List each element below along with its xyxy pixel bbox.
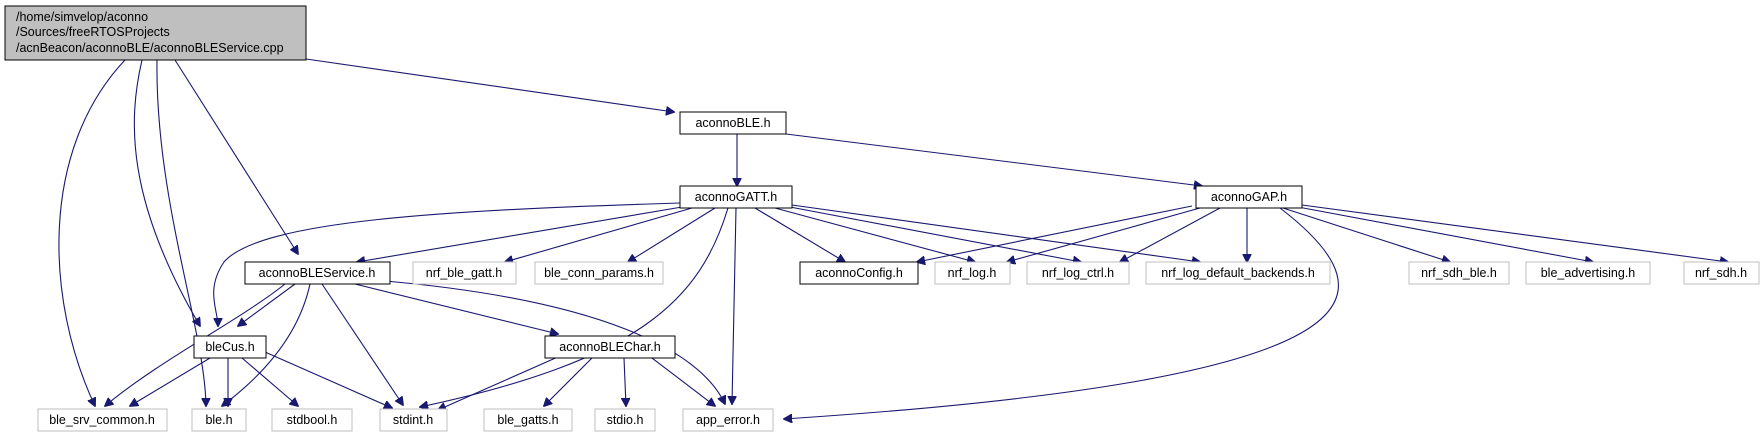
node-nrf_sdh_ble: nrf_sdh_ble.h — [1408, 261, 1510, 285]
node-label: ble_srv_common.h — [49, 413, 155, 427]
edge-aconnoBLEChar-to-app_error — [651, 357, 715, 406]
node-label: nrf_log_default_backends.h — [1161, 266, 1315, 280]
nodes: /home/simvelop/aconno /Sources/freeRTOSP… — [4, 5, 1760, 432]
node-nrf_ble_gatt: nrf_ble_gatt.h — [412, 261, 517, 285]
edge-aconnoGAP-to-ble_advertising — [1297, 206, 1593, 262]
node-stdint: stdint.h — [379, 408, 448, 432]
node-ble_srv_common: ble_srv_common.h — [37, 408, 168, 432]
edge-root-to-bleCus — [133, 59, 200, 326]
edge-aconnoBLEChar-to-ble_gatts — [544, 357, 593, 406]
edge-aconnoGATT-to-bleCus — [213, 202, 681, 326]
edge-aconnoGATT-to-app_error — [732, 207, 736, 404]
edge-aconnoGAP-to-app_error — [784, 207, 1339, 419]
edge-aconnoGAP-to-nrf_sdh — [1301, 204, 1728, 262]
edge-root-to-ble_srv_common — [58, 59, 126, 406]
node-label: aconnoBLEChar.h — [559, 340, 661, 354]
edge-aconnoBLEChar-to-stdio — [624, 357, 626, 406]
node-nrf_log_ctrl: nrf_log_ctrl.h — [1026, 261, 1130, 285]
node-label: aconnoBLEService.h — [259, 266, 376, 280]
node-aconnoBLEService[interactable]: aconnoBLEService.h — [244, 261, 391, 285]
node-bleCus[interactable]: bleCus.h — [193, 335, 267, 359]
edge-aconnoGATT-to-nrf_ble_gatt — [505, 207, 693, 262]
edges — [58, 58, 1728, 419]
edge-aconnoGATT-to-stdint — [420, 207, 729, 407]
edge-aconnoGATT-to-ble_conn_params — [628, 207, 716, 262]
node-label: stdio.h — [607, 413, 644, 427]
edge-aconnoGATT-to-nrf_log_default_backends — [791, 204, 1200, 262]
edge-aconnoBLEService-to-bleCus — [238, 283, 296, 326]
root-file-path-line-3: /acnBeacon/aconnoBLE/aconnoBLEService.cp… — [16, 41, 284, 55]
edge-aconnoBLEChar-to-stdint — [438, 355, 561, 410]
edge-aconnoBLEService-to-app_error — [384, 280, 725, 404]
node-nrf_log_default_backends: nrf_log_default_backends.h — [1145, 261, 1331, 285]
edge-aconnoGAP-to-nrf_log — [1007, 207, 1201, 262]
node-aconnoConfig[interactable]: aconnoConfig.h — [799, 261, 919, 285]
edge-aconnoGATT-to-nrf_log_ctrl — [789, 206, 1081, 262]
edge-aconnoBLEService-to-aconnoBLEChar — [354, 283, 558, 334]
node-aconnoBLE[interactable]: aconnoBLE.h — [679, 111, 787, 135]
edge-aconnoGATT-to-aconnoBLEService — [357, 206, 683, 262]
node-label: ble.h — [205, 413, 232, 427]
node-stdio: stdio.h — [594, 408, 656, 432]
node-label: nrf_log_ctrl.h — [1042, 266, 1114, 280]
node-label: aconnoBLE.h — [695, 116, 770, 130]
node-label: bleCus.h — [205, 340, 254, 354]
edge-bleCus-to-stdbool — [241, 357, 298, 406]
node-stdbool: stdbool.h — [271, 408, 353, 432]
node-label: ble_conn_params.h — [544, 266, 654, 280]
edge-root-to-aconnoBLE — [305, 58, 674, 112]
node-label: nrf_ble_gatt.h — [426, 266, 502, 280]
node-label: nrf_log.h — [948, 266, 997, 280]
node-label: stdint.h — [393, 413, 433, 427]
root-file-node[interactable]: /home/simvelop/aconno /Sources/freeRTOSP… — [4, 5, 307, 61]
node-ble_advertising: ble_advertising.h — [1525, 261, 1651, 285]
node-aconnoGAP[interactable]: aconnoGAP.h — [1195, 185, 1303, 209]
edge-aconnoBLEService-to-stdint — [321, 283, 403, 405]
node-ble: ble.h — [191, 408, 247, 432]
edge-aconnoGATT-to-nrf_log — [774, 207, 975, 262]
edge-root-to-aconnoBLEService — [174, 59, 298, 254]
node-label: app_error.h — [696, 413, 760, 427]
node-label: stdbool.h — [287, 413, 338, 427]
node-aconnoBLEChar[interactable]: aconnoBLEChar.h — [544, 335, 676, 359]
node-label: aconnoGAP.h — [1211, 190, 1287, 204]
node-label: ble_gatts.h — [497, 413, 558, 427]
node-label: aconnoGATT.h — [695, 190, 778, 204]
edge-aconnoGAP-to-nrf_log_ctrl — [1120, 207, 1221, 262]
root-file-path-line-2: /Sources/freeRTOSProjects — [16, 25, 170, 39]
node-aconnoGATT[interactable]: aconnoGATT.h — [679, 185, 793, 209]
node-label: aconnoConfig.h — [815, 266, 903, 280]
root-file-path-line-1: /home/simvelop/aconno — [16, 10, 148, 24]
edge-root-to-ble — [156, 59, 206, 406]
node-app_error: app_error.h — [682, 408, 774, 432]
edge-aconnoGATT-to-aconnoConfig — [754, 207, 845, 262]
edge-bleCus-to-ble_srv_common — [130, 357, 211, 406]
node-nrf_sdh: nrf_sdh.h — [1683, 261, 1760, 285]
edge-aconnoGAP-to-aconnoConfig — [917, 205, 1193, 262]
node-label: nrf_sdh_ble.h — [1421, 266, 1497, 280]
node-ble_gatts: ble_gatts.h — [483, 408, 573, 432]
node-ble_conn_params: ble_conn_params.h — [534, 261, 664, 285]
edge-aconnoBLE-to-aconnoGAP — [785, 133, 1202, 186]
edge-bleCus-to-stdint — [264, 351, 392, 408]
edge-aconnoBLEService-to-ble — [222, 283, 311, 406]
node-label: nrf_sdh.h — [1695, 266, 1747, 280]
node-label: ble_advertising.h — [1541, 266, 1636, 280]
node-nrf_log: nrf_log.h — [934, 261, 1011, 285]
edge-aconnoGAP-to-nrf_sdh_ble — [1282, 207, 1450, 262]
